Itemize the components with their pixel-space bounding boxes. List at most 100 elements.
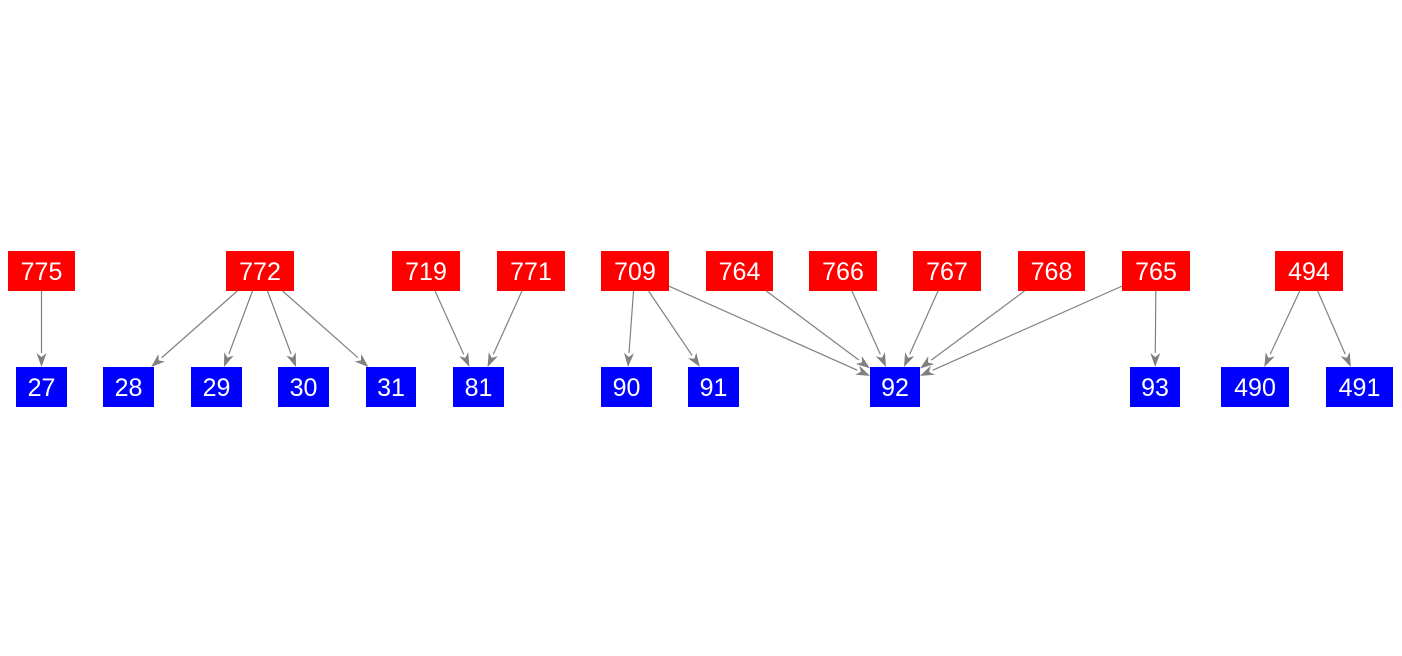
node-label: 767 <box>926 258 968 286</box>
node-label: 771 <box>510 258 552 286</box>
edge-772-31 <box>282 290 369 367</box>
node-90[interactable]: 90 <box>601 367 652 407</box>
node-label: 719 <box>405 258 447 286</box>
arrowhead-icon <box>1264 352 1275 367</box>
edge-line <box>161 290 238 359</box>
edge-765-92 <box>920 285 1123 376</box>
arrowhead-icon <box>487 352 498 367</box>
node-box <box>1122 251 1190 291</box>
arrowhead-icon <box>224 352 234 367</box>
node-label: 772 <box>239 258 281 286</box>
node-box <box>191 367 242 407</box>
node-490[interactable]: 490 <box>1221 367 1289 407</box>
edge-line <box>266 290 292 355</box>
node-93[interactable]: 93 <box>1130 367 1180 407</box>
edge-771-81 <box>487 290 523 367</box>
edge-line <box>628 290 635 354</box>
node-label: 28 <box>115 374 143 402</box>
arrowhead-icon <box>920 365 935 376</box>
arrowhead-icon <box>875 352 887 367</box>
node-772[interactable]: 772 <box>226 251 294 291</box>
node-label: 29 <box>203 374 231 402</box>
edge-494-490 <box>1264 290 1301 367</box>
edge-line <box>492 290 523 355</box>
node-81[interactable]: 81 <box>453 367 504 407</box>
arrowhead-icon <box>36 353 47 367</box>
node-494[interactable]: 494 <box>1275 251 1343 291</box>
node-31[interactable]: 31 <box>366 367 416 407</box>
node-box <box>103 367 154 407</box>
node-label: 766 <box>822 258 864 286</box>
arrowhead-icon <box>1150 352 1161 367</box>
node-label: 30 <box>290 374 318 402</box>
edge-line <box>1317 290 1346 355</box>
node-label: 491 <box>1339 374 1381 402</box>
node-label: 27 <box>28 374 56 402</box>
node-767[interactable]: 767 <box>913 251 981 291</box>
node-91[interactable]: 91 <box>688 367 739 407</box>
node-label: 81 <box>465 374 493 402</box>
node-box <box>497 251 565 291</box>
arrowhead-icon <box>920 356 935 369</box>
node-box <box>688 367 739 407</box>
edge-line <box>434 290 465 355</box>
arrowhead-icon <box>855 355 870 369</box>
node-label: 90 <box>613 374 641 402</box>
arrowhead-icon <box>855 365 870 376</box>
edge-line <box>930 290 1025 361</box>
node-box <box>809 251 877 291</box>
edge-line <box>932 285 1123 371</box>
node-768[interactable]: 768 <box>1018 251 1085 291</box>
edge-line <box>668 285 858 371</box>
node-775[interactable]: 775 <box>8 251 75 291</box>
edge-line <box>1154 290 1157 354</box>
edge-line <box>1269 290 1301 355</box>
edge-line <box>228 290 254 355</box>
arrowhead-icon <box>1340 352 1351 367</box>
node-709[interactable]: 709 <box>601 251 669 291</box>
node-box <box>1275 251 1343 291</box>
node-label: 764 <box>719 258 761 286</box>
node-label: 768 <box>1031 258 1073 286</box>
node-764[interactable]: 764 <box>706 251 773 291</box>
edge-768-92 <box>920 290 1025 369</box>
node-box <box>706 251 773 291</box>
node-box <box>453 367 504 407</box>
arrowhead-icon <box>354 353 369 367</box>
node-771[interactable]: 771 <box>497 251 565 291</box>
node-92[interactable]: 92 <box>870 367 920 407</box>
edge-line <box>765 290 860 361</box>
edge-709-92 <box>668 285 870 376</box>
node-27[interactable]: 27 <box>16 367 67 407</box>
node-box <box>16 367 67 407</box>
node-label: 490 <box>1234 374 1276 402</box>
node-box <box>1130 367 1180 407</box>
edges-layer <box>36 285 1351 376</box>
node-box <box>226 251 294 291</box>
node-box <box>870 367 920 407</box>
node-28[interactable]: 28 <box>103 367 154 407</box>
node-30[interactable]: 30 <box>278 367 329 407</box>
node-491[interactable]: 491 <box>1326 367 1393 407</box>
edge-772-29 <box>224 290 254 367</box>
node-label: 765 <box>1135 258 1177 286</box>
edge-709-91 <box>648 290 700 367</box>
node-29[interactable]: 29 <box>191 367 242 407</box>
node-765[interactable]: 765 <box>1122 251 1190 291</box>
edge-line <box>648 290 693 356</box>
node-label: 93 <box>1141 374 1169 402</box>
node-box <box>278 367 329 407</box>
edge-772-28 <box>151 290 238 367</box>
edge-775-27 <box>36 291 47 367</box>
node-label: 494 <box>1288 258 1330 286</box>
arrowhead-icon <box>624 352 634 367</box>
edge-709-90 <box>624 290 635 367</box>
node-719[interactable]: 719 <box>392 251 460 291</box>
node-766[interactable]: 766 <box>809 251 877 291</box>
node-box <box>8 251 75 291</box>
node-label: 91 <box>700 374 728 402</box>
node-label: 92 <box>881 374 909 402</box>
arrowhead-icon <box>151 353 165 367</box>
arrowhead-icon <box>687 352 700 367</box>
